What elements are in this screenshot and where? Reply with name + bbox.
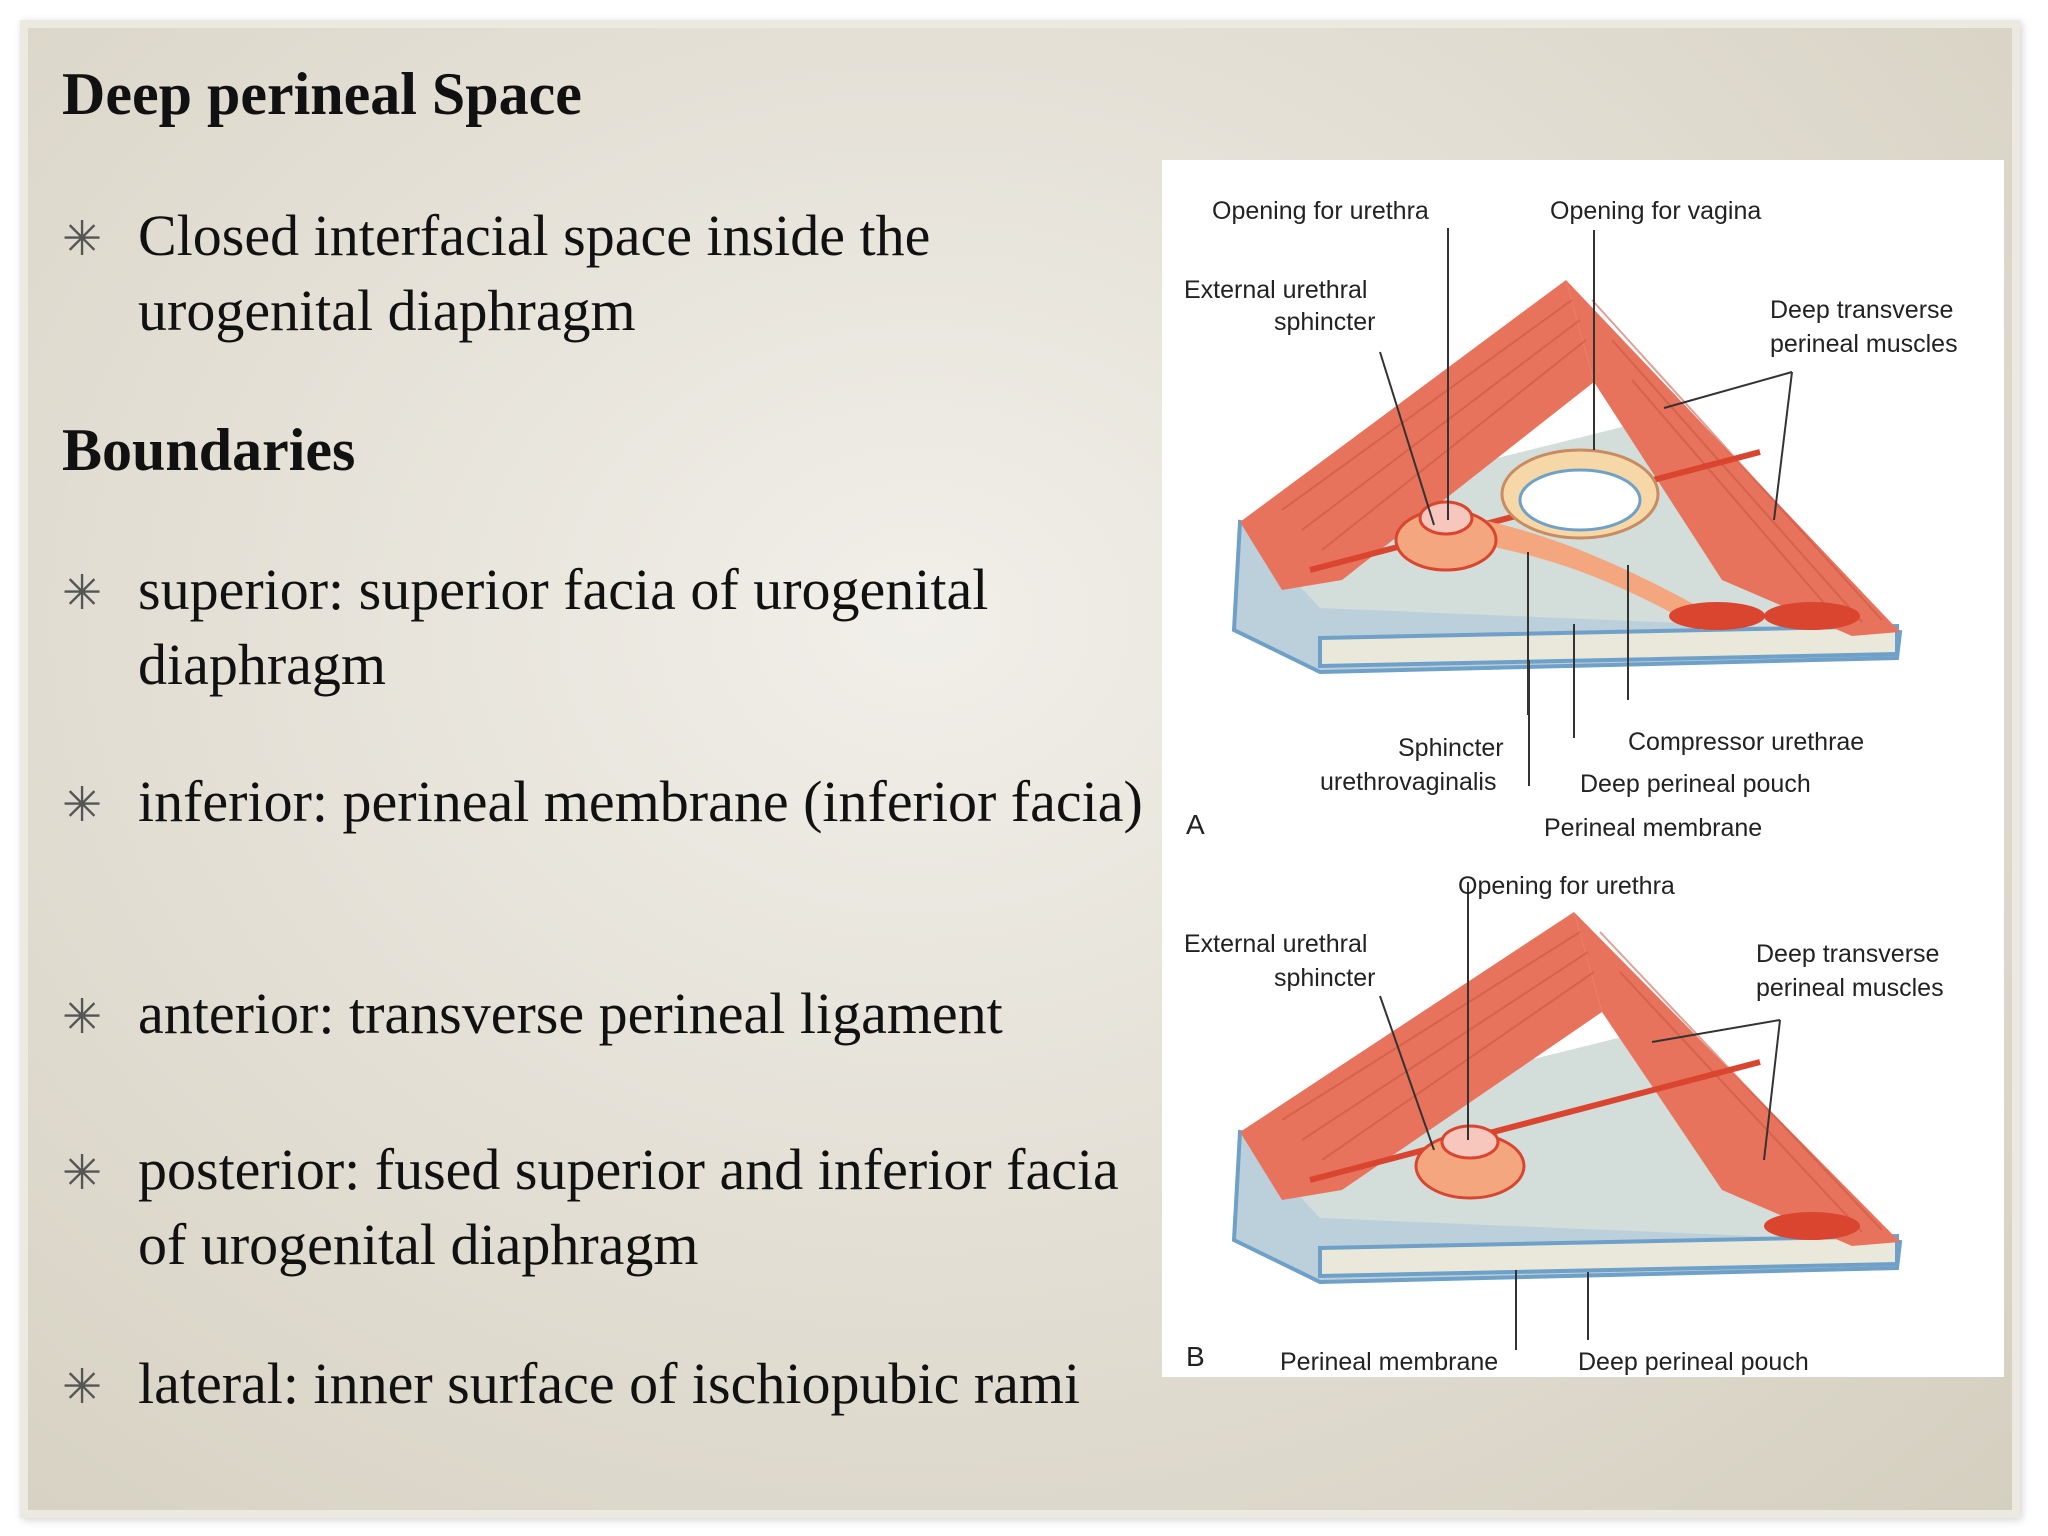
bullet-star-icon: ✳ bbox=[62, 989, 103, 1045]
label-perineal-membrane-b: Perineal membrane bbox=[1280, 1348, 1498, 1376]
boundary-anterior: ✳ anterior: transverse perineal ligament bbox=[62, 976, 1152, 1051]
label-deep-transverse-b-2: perineal muscles bbox=[1756, 974, 1944, 1002]
label-ext-sphincter-a-1: External urethral bbox=[1184, 276, 1367, 304]
boundary-text: superior: superior facia of urogenital d… bbox=[138, 557, 989, 697]
boundary-text: lateral: inner surface of ischiopubic ra… bbox=[138, 1351, 1081, 1416]
boundary-text: anterior: transverse perineal ligament bbox=[138, 981, 1003, 1046]
panel-b-diagram: Opening for urethra External urethral sp… bbox=[1184, 872, 1944, 1376]
slide: Deep perineal Space ✳ Closed interfacial… bbox=[20, 20, 2020, 1518]
boundary-superior: ✳ superior: superior facia of urogenital… bbox=[62, 552, 1152, 702]
boundary-text: posterior: fused superior and inferior f… bbox=[138, 1137, 1119, 1277]
label-ext-sphincter-a-2: sphincter bbox=[1274, 308, 1375, 336]
slide-title: Deep perineal Space bbox=[62, 61, 582, 127]
bullet-star-icon: ✳ bbox=[62, 211, 103, 267]
boundaries-heading: Boundaries bbox=[62, 417, 356, 483]
label-opening-urethra-b: Opening for urethra bbox=[1458, 872, 1675, 900]
panel-b-label: B bbox=[1186, 1341, 1205, 1372]
bullet-star-icon: ✳ bbox=[62, 1145, 103, 1201]
bullet-star-icon: ✳ bbox=[62, 565, 103, 621]
label-ext-sphincter-b-2: sphincter bbox=[1274, 964, 1375, 992]
label-deep-transverse-b-1: Deep transverse bbox=[1756, 940, 1939, 968]
boundary-inferior: ✳ inferior: perineal membrane (inferior … bbox=[62, 764, 1152, 839]
anatomy-figure: Opening for urethra Opening for vagina E… bbox=[1162, 160, 2004, 1377]
label-deep-pouch-a: Deep perineal pouch bbox=[1580, 770, 1811, 798]
label-opening-vagina-a: Opening for vagina bbox=[1550, 197, 1761, 225]
label-deep-transverse-a-2: perineal muscles bbox=[1770, 330, 1958, 358]
label-ext-sphincter-b-1: External urethral bbox=[1184, 930, 1367, 958]
label-sphincter-uv-a-1: Sphincter bbox=[1398, 734, 1504, 762]
definition-text: Closed interfacial space inside the urog… bbox=[138, 203, 931, 343]
definition-bullet: ✳ Closed interfacial space inside the ur… bbox=[62, 198, 1152, 348]
bullet-star-icon: ✳ bbox=[62, 777, 103, 833]
panel-a-label: A bbox=[1186, 809, 1205, 840]
boundary-lateral: ✳ lateral: inner surface of ischiopubic … bbox=[62, 1346, 1152, 1421]
label-opening-urethra-a: Opening for urethra bbox=[1212, 197, 1429, 225]
label-compressor-a: Compressor urethrae bbox=[1628, 728, 1864, 756]
panel-a-diagram: Opening for urethra Opening for vagina E… bbox=[1184, 197, 1958, 842]
label-perineal-membrane-a: Perineal membrane bbox=[1544, 814, 1762, 842]
boundary-posterior: ✳ posterior: fused superior and inferior… bbox=[62, 1132, 1152, 1282]
label-sphincter-uv-a-2: urethrovaginalis bbox=[1320, 768, 1497, 796]
boundary-text: inferior: perineal membrane (inferior fa… bbox=[138, 769, 1143, 834]
anatomy-illustration: Opening for urethra Opening for vagina E… bbox=[1184, 197, 1958, 1376]
label-deep-transverse-a-1: Deep transverse bbox=[1770, 296, 1953, 324]
label-deep-pouch-b: Deep perineal pouch bbox=[1578, 1348, 1809, 1376]
bullet-star-icon: ✳ bbox=[62, 1359, 103, 1415]
